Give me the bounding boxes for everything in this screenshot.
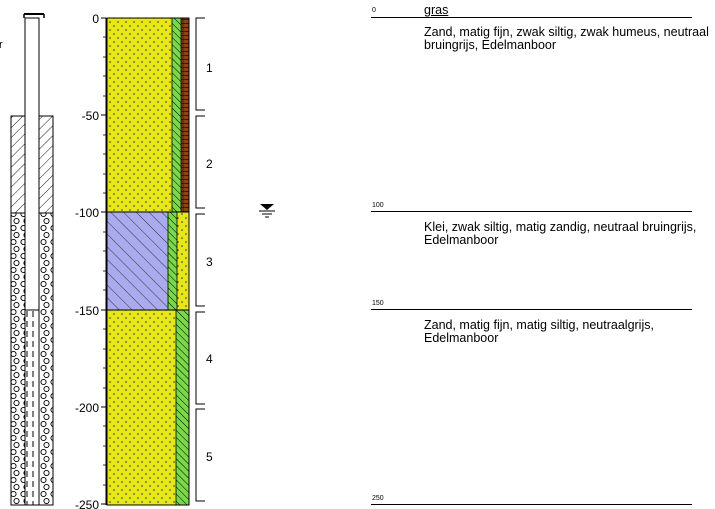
depth-label-200: -200 (75, 401, 99, 415)
depth-label-250: -250 (75, 498, 99, 509)
sample-bracket-4 (195, 311, 205, 405)
depth-label-150: -150 (75, 304, 99, 318)
groundwater-level-icon (259, 204, 275, 218)
layer-3-description: Zand, matig fijn, matig siltig, neutraal… (424, 318, 654, 345)
depth-label-0: 0 (92, 12, 99, 26)
sample-label-3: 3 (206, 255, 213, 269)
sample-bracket-2 (195, 115, 205, 209)
layer-sand-upper (107, 18, 172, 212)
sample-label-1: 1 (206, 61, 213, 75)
sample-intervals (195, 17, 205, 502)
boundary-line-250 (371, 504, 692, 505)
layer-sand-lower (107, 310, 176, 505)
boundary-depth-250: 250 (372, 495, 384, 502)
boundary-depth-150: 150 (372, 300, 384, 307)
sample-label-2: 2 (206, 157, 213, 171)
sample-label-4: 4 (206, 352, 213, 366)
cut-label: r (0, 39, 3, 51)
layer-sand-upper-silt-stripe (172, 18, 181, 212)
layer-2-description: Klei, zwak siltig, matig zandig, neutraa… (424, 220, 697, 247)
depth-label-50: -50 (82, 109, 100, 123)
depth-label-100: -100 (75, 206, 99, 220)
well-construction: r (0, 13, 54, 506)
sample-bracket-3 (195, 213, 205, 307)
well-filter-screen (24, 309, 40, 506)
layer-sand-upper-humus-stripe (181, 18, 189, 212)
layer-clay-silt-stripe (168, 212, 177, 310)
sample-bracket-5 (195, 408, 205, 502)
depth-ticks-minor (103, 36, 106, 486)
boundary-depth-100: 100 (372, 202, 384, 209)
well-riser-pipe (24, 17, 40, 311)
sample-bracket-1 (195, 17, 205, 111)
top-cover-label: gras (424, 3, 449, 17)
boundary-depth-0: 0 (372, 7, 376, 14)
sample-label-5: 5 (206, 450, 213, 464)
boundary-line-0 (371, 17, 692, 18)
lithology-column (106, 17, 190, 506)
depth-ticks-major (101, 17, 106, 505)
layer-1-description: Zand, matig fijn, zwak siltig, zwak hume… (424, 25, 709, 52)
boundary-line-150 (371, 309, 692, 310)
layer-clay-sand-stripe (177, 212, 189, 310)
depth-axis: 0 -50 -100 -150 -200 -250 (75, 12, 107, 509)
layer-clay (107, 212, 168, 310)
boundary-line-100 (371, 211, 692, 212)
layer-sand-lower-silt-stripe (176, 310, 189, 505)
